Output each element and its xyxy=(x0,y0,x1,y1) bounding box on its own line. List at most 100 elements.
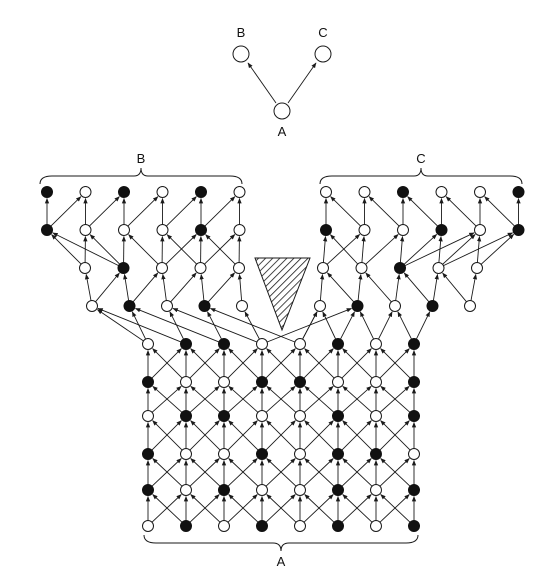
network-edge xyxy=(152,458,183,487)
network-node-open xyxy=(218,376,230,388)
network-edge xyxy=(303,348,334,379)
network-node-open xyxy=(156,224,169,236)
network-edge xyxy=(190,420,221,451)
network-node-filled xyxy=(195,186,207,198)
network-node-open xyxy=(320,186,332,198)
network-edge xyxy=(190,458,221,487)
network-edge xyxy=(189,494,220,523)
network-node-open xyxy=(256,410,268,422)
network-edge xyxy=(51,234,82,265)
network-edge xyxy=(228,348,259,379)
network-edge xyxy=(359,311,375,340)
network-node-filled xyxy=(332,484,344,496)
network-node-filled xyxy=(370,448,382,460)
network-node-open xyxy=(118,224,130,236)
network-edge xyxy=(379,420,410,451)
network-node-filled xyxy=(195,224,207,236)
network-edge xyxy=(127,196,159,227)
network-node-filled xyxy=(256,448,268,460)
network-node-filled xyxy=(142,448,154,460)
network-node-filled xyxy=(426,300,439,312)
network-node-filled xyxy=(408,484,420,496)
hatched-triangle xyxy=(254,257,311,332)
network-edge xyxy=(379,385,410,413)
network-node-filled xyxy=(123,300,136,312)
network-edge xyxy=(227,348,258,379)
network-edge xyxy=(341,348,372,379)
network-edge xyxy=(189,348,220,379)
network-edge xyxy=(341,494,372,523)
network-edge xyxy=(131,311,147,340)
network-node-open xyxy=(294,520,306,532)
network-edge xyxy=(326,234,361,265)
network-node-filled xyxy=(118,186,130,198)
network-edge xyxy=(166,196,197,227)
network-edge xyxy=(484,196,515,227)
network-edge xyxy=(152,348,183,379)
network-edge xyxy=(227,494,258,523)
network-edge xyxy=(169,311,184,340)
network-node-filled xyxy=(142,484,154,496)
network-nodes xyxy=(41,186,525,532)
network-node-filled xyxy=(117,262,130,274)
legend-group: B C A xyxy=(232,25,332,139)
network-node-open xyxy=(142,338,154,350)
network-node-filled xyxy=(142,376,154,388)
network-node-filled xyxy=(408,520,420,532)
network-node-open xyxy=(358,186,371,198)
network-node-open xyxy=(233,224,246,236)
network-node-filled xyxy=(512,186,525,198)
network-edge xyxy=(165,234,197,265)
network-node-open xyxy=(180,484,192,496)
network-edge xyxy=(227,458,258,487)
network-edge xyxy=(228,385,259,413)
network-edge xyxy=(304,348,335,379)
network-node-open xyxy=(79,262,91,274)
network-node-filled xyxy=(397,186,409,198)
network-edge xyxy=(304,494,335,523)
network-edge xyxy=(84,273,92,301)
network-node-open xyxy=(358,224,371,236)
network-node-open xyxy=(156,262,168,274)
network-edge xyxy=(480,234,515,265)
network-edge xyxy=(128,234,159,265)
network-edge xyxy=(205,234,236,265)
network-edge xyxy=(266,420,297,451)
network-edge xyxy=(380,494,411,523)
network-node-open xyxy=(370,376,382,388)
legend-node-b xyxy=(232,45,250,63)
network-node-open xyxy=(370,484,382,496)
network-edge xyxy=(151,385,182,413)
legend-edge-a-c xyxy=(287,62,317,104)
network-edge xyxy=(204,234,236,265)
network-edge xyxy=(161,273,167,301)
network-edge xyxy=(265,458,296,487)
network-edge xyxy=(204,196,236,227)
network-node-open xyxy=(332,376,344,388)
network-node-open xyxy=(156,186,169,198)
network-edge xyxy=(342,420,373,451)
network-edge xyxy=(319,273,325,301)
network-node-filled xyxy=(180,410,192,422)
network-edge xyxy=(97,307,182,343)
network-edge xyxy=(190,385,221,413)
network-edge xyxy=(357,273,363,301)
network-node-filled xyxy=(41,224,53,236)
legend-label-c: C xyxy=(318,25,327,40)
network-node-filled xyxy=(332,520,344,532)
network-node-open xyxy=(314,300,326,312)
network-node-filled xyxy=(41,186,53,198)
network-node-filled xyxy=(256,520,268,532)
network-edge xyxy=(237,273,243,301)
network-edge xyxy=(152,420,183,451)
network-edge xyxy=(207,272,235,303)
legend-label-b: B xyxy=(237,25,246,40)
network-edge xyxy=(134,307,220,343)
network-node-open xyxy=(370,520,382,532)
network-edge xyxy=(341,420,372,451)
network-node-open xyxy=(218,520,230,532)
network-node-filled xyxy=(218,338,230,350)
network-node-open xyxy=(408,448,420,460)
network-edge xyxy=(190,494,221,523)
